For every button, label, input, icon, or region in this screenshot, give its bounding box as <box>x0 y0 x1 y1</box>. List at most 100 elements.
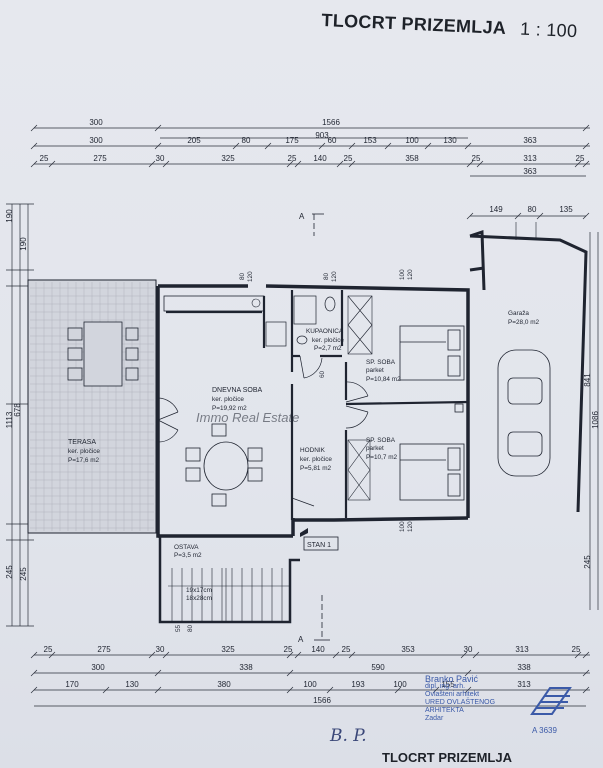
room-area-kupaonica: P=2,7 m2 <box>314 345 342 352</box>
room-finish-terasa: ker. pločice <box>68 448 100 455</box>
dim-garage-label: 149 <box>489 205 503 214</box>
dim-label: 170 <box>65 680 79 689</box>
dim-label: 25 <box>472 154 481 163</box>
dimension-lines <box>6 124 599 707</box>
dim-label: 275 <box>97 645 111 654</box>
dim-left-label: 190 <box>5 209 14 223</box>
signature: B. P. <box>330 726 367 746</box>
dim-label: 313 <box>517 680 531 689</box>
room-area-garaza: P=28,0 m2 <box>508 319 540 326</box>
stamp-line: Ovlašteni arhitekt <box>425 691 480 698</box>
watermark: Immo Real Estate <box>196 410 299 425</box>
room-name-sp-soba-1: SP. SOBA <box>366 359 396 366</box>
entry-arrow-icon <box>300 528 308 537</box>
stamp-line: dipl. ing. arh. <box>425 683 466 690</box>
dim-label: 275 <box>93 154 107 163</box>
dim-label: 300 <box>89 118 103 127</box>
unit-label: STAN 1 <box>307 542 331 549</box>
sink-icon <box>296 335 308 345</box>
opening-dim-label: 55 <box>175 624 182 632</box>
dim-label: 175 <box>285 136 299 145</box>
opening-dim-label: 60 <box>319 370 326 378</box>
garage-walls <box>469 229 588 513</box>
dim-left-label: 1113 <box>5 411 14 428</box>
beds <box>399 325 465 501</box>
dim-total-bottom: 1566 <box>313 696 331 705</box>
dim-total-top: 903 <box>315 131 329 140</box>
room-area-ostava: P=3,5 m2 <box>174 552 202 559</box>
opening-dim-label: 120 <box>247 271 254 282</box>
dim-label: 325 <box>221 645 235 654</box>
dim-label: 325 <box>221 154 235 163</box>
opening-dim-label: 100 <box>399 521 406 532</box>
kitchen-counter <box>163 295 265 312</box>
stairs-step-size: 19x17cm <box>186 587 212 594</box>
dim-label: 100 <box>303 680 317 689</box>
room-name-terasa: TERASA <box>68 439 96 446</box>
room-area-hodnik: P=5,81 m2 <box>300 465 332 472</box>
dim-label: 205 <box>187 136 201 145</box>
stamp-number: A 3639 <box>532 726 557 735</box>
opening-dim-label: 80 <box>187 624 194 632</box>
wardrobes <box>347 295 373 501</box>
room-finish-sp-soba-2: parket <box>366 445 384 452</box>
dim-label: 60 <box>328 136 337 145</box>
terrace-table <box>67 321 139 387</box>
section-line <box>312 213 330 641</box>
room-name-ostava: OSTAVA <box>174 544 199 551</box>
dim-label: 313 <box>523 154 537 163</box>
living-dining-set <box>185 423 263 507</box>
dim-label: 155 <box>441 680 455 689</box>
dim-right-label: 841 <box>583 373 592 387</box>
opening-dim-label: 80 <box>239 272 246 280</box>
dim-label: 193 <box>351 680 365 689</box>
dim-label: 140 <box>313 154 327 163</box>
dim-label: 80 <box>242 136 251 145</box>
room-name-kupaonica: KUPAONICA <box>306 328 344 335</box>
section-marker-top: A <box>299 212 305 221</box>
shower-icon <box>293 295 317 325</box>
fridge-icon <box>265 321 287 347</box>
room-area-sp-soba-1: P=10,84 m2 <box>366 376 401 383</box>
dim-label: 140 <box>311 645 325 654</box>
stamp-logo-icon <box>530 687 572 715</box>
stamp-line: ARHITEKTA <box>425 707 464 714</box>
dim-label: 338 <box>239 663 253 672</box>
terrace-tile-grid <box>30 282 154 531</box>
dim-right-label: 1086 <box>591 411 600 429</box>
dim-label: 25 <box>284 645 293 654</box>
car-icon <box>497 349 551 477</box>
dim-label: 300 <box>89 136 103 145</box>
garage-window <box>515 222 537 240</box>
dim-label: 100 <box>393 680 407 689</box>
unit-label-box <box>303 536 339 551</box>
architect-stamp: Branko Pavić dipl. ing. arh. Ovlašteni a… <box>425 675 495 723</box>
section-marker-bottom: A <box>298 635 304 644</box>
dim-label: 358 <box>405 154 419 163</box>
stove-icon <box>251 298 261 308</box>
stamp-name: Branko Pavić <box>425 674 479 684</box>
dim-label: 25 <box>344 154 353 163</box>
stairs <box>168 568 290 622</box>
room-name-dnevna-soba: DNEVNA SOBA <box>212 387 263 394</box>
toilet-icon <box>324 296 336 312</box>
room-finish-sp-soba-1: parket <box>366 367 384 374</box>
dim-label: 25 <box>288 154 297 163</box>
dim-right-label: 245 <box>583 555 592 569</box>
stamp-line: Zadar <box>425 715 444 722</box>
dim-label: 300 <box>91 663 105 672</box>
dim-left-label: 678 <box>13 403 22 417</box>
room-area-dnevna-soba: P=19,92 m2 <box>212 405 247 412</box>
dim-label: 25 <box>576 154 585 163</box>
room-finish-kupaonica: ker. pločice <box>312 337 344 344</box>
dim-label: 338 <box>517 663 531 672</box>
dim-label: 130 <box>443 136 457 145</box>
dim-label: 153 <box>363 136 377 145</box>
dim-label: 30 <box>156 154 165 163</box>
room-area-sp-soba-2: P=10,7 m2 <box>366 454 398 461</box>
opening-dim-label: 100 <box>399 269 406 280</box>
dim-label: 353 <box>401 645 415 654</box>
dim-garage-label: 80 <box>528 205 537 214</box>
